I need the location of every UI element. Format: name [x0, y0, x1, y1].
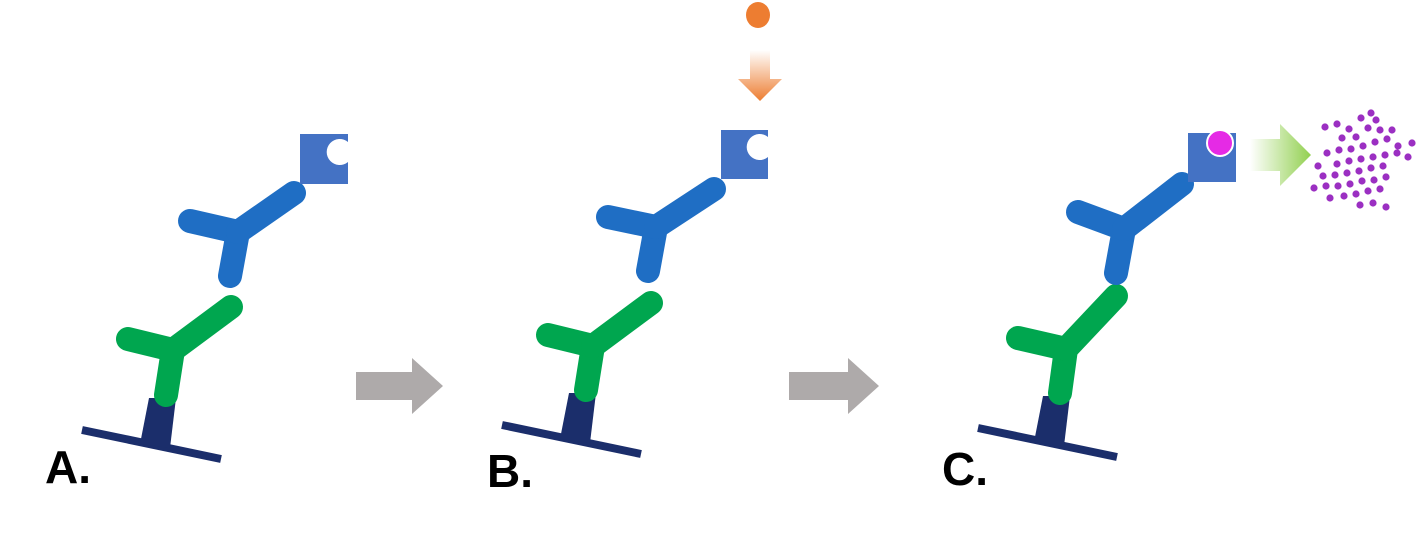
panel-a: A.: [45, 134, 348, 493]
enzyme: [721, 130, 768, 179]
panel-c: C.: [942, 109, 1416, 495]
product-dot: [1394, 142, 1402, 150]
product-dot: [1352, 190, 1360, 198]
product-dot: [1382, 173, 1390, 181]
right-arrow-icon: [356, 358, 443, 414]
product-dot: [1321, 123, 1329, 131]
primary-antibody: [536, 291, 663, 402]
product-dot: [1334, 182, 1342, 190]
substrate-molecule: [746, 2, 770, 28]
product-dot: [1345, 157, 1353, 165]
product-dot: [1347, 145, 1355, 153]
product-dot: [1408, 139, 1416, 147]
product-dot: [1364, 187, 1372, 195]
product-dot: [1369, 153, 1377, 161]
product-dot: [1364, 124, 1372, 132]
secondary-antibody: [1066, 172, 1194, 285]
product-dot: [1356, 201, 1364, 209]
product-dot: [1376, 126, 1384, 134]
panel-label-b: B.: [487, 445, 533, 497]
product-dot: [1404, 153, 1412, 161]
bound-substrate: [1206, 129, 1234, 157]
product-dot: [1370, 176, 1378, 184]
product-dot: [1335, 146, 1343, 154]
capture-stem: [140, 398, 176, 448]
product-dot: [1326, 194, 1334, 202]
product-dot: [1367, 164, 1375, 172]
product-dot: [1333, 160, 1341, 168]
secondary-antibody: [596, 177, 726, 283]
down-arrow-icon: [738, 50, 782, 101]
product-dot: [1355, 167, 1363, 175]
product-dot: [1323, 149, 1331, 157]
primary-antibody: [116, 295, 243, 407]
product-dot: [1343, 169, 1351, 177]
product-dot: [1346, 180, 1354, 188]
product-dot: [1383, 135, 1391, 143]
product-dot: [1352, 133, 1360, 141]
panel-label-c: C.: [942, 443, 988, 495]
product-dot: [1381, 151, 1389, 159]
product-dot: [1376, 185, 1384, 193]
primary-antibody: [1006, 284, 1128, 405]
product-dot: [1340, 192, 1348, 200]
panel-label-a: A.: [45, 441, 91, 493]
product-dot: [1358, 177, 1366, 185]
product-dot: [1331, 171, 1339, 179]
secondary-antibody: [178, 181, 306, 288]
product-dot: [1359, 142, 1367, 150]
product-dot: [1345, 125, 1353, 133]
product-dot: [1333, 120, 1341, 128]
enzyme: [300, 134, 348, 184]
panel-b: B.: [487, 2, 782, 497]
product-dot: [1379, 162, 1387, 170]
product-dot: [1357, 155, 1365, 163]
capture-stem: [1034, 396, 1070, 446]
product-dots: [1310, 109, 1416, 211]
product-dot: [1310, 184, 1318, 192]
product-dot: [1372, 116, 1380, 124]
product-dot: [1319, 172, 1327, 180]
capture-stem: [560, 393, 596, 443]
product-dot: [1367, 109, 1375, 117]
product-dot: [1393, 149, 1401, 157]
product-dot: [1314, 162, 1322, 170]
product-dot: [1388, 126, 1396, 134]
right-arrow-icon: [789, 358, 879, 414]
product-dot: [1369, 199, 1377, 207]
product-dot: [1322, 182, 1330, 190]
product-dot: [1357, 114, 1365, 122]
signal-arrow-icon: [1250, 124, 1311, 186]
product-dot: [1338, 134, 1346, 142]
product-dot: [1382, 203, 1390, 211]
product-dot: [1371, 138, 1379, 146]
